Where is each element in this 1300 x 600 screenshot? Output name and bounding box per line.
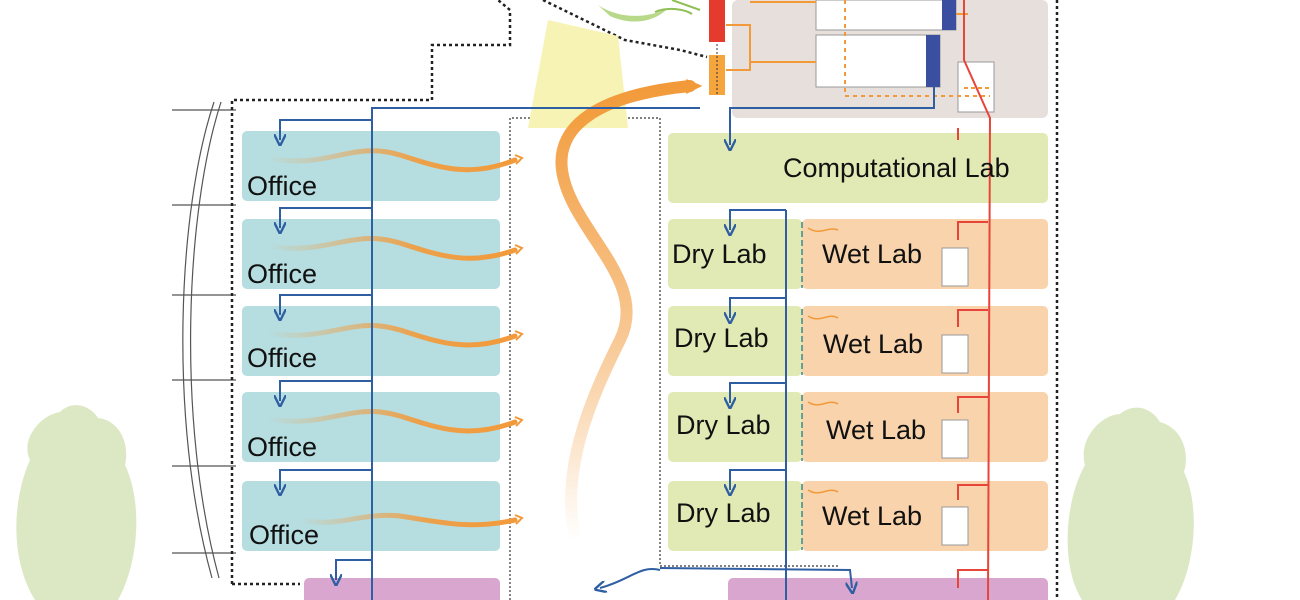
office-supply-air — [280, 107, 700, 600]
dry-lab-label: Dry Lab — [674, 323, 769, 353]
dry-lab-block — [668, 306, 802, 376]
lab-floors — [668, 219, 1048, 551]
lab-supply-air — [600, 86, 935, 600]
air-handler-unit-2 — [815, 34, 941, 88]
office-label: Office — [247, 343, 317, 373]
dry-lab-block — [668, 481, 802, 551]
wet-lab-label: Wet Lab — [822, 239, 922, 269]
wet-lab-block — [802, 219, 1048, 289]
office-label: Office — [247, 432, 317, 462]
facade-louvers — [172, 101, 236, 579]
atrium-skylight — [528, 20, 628, 128]
fume-hood — [941, 506, 969, 546]
wet-lab-block — [802, 306, 1048, 376]
wet-lab-label: Wet Lab — [826, 415, 926, 445]
wet-lab-labels: Wet Lab Wet Lab Wet Lab Wet Lab — [822, 239, 926, 531]
computational-lab-block — [668, 133, 1048, 203]
wet-lab-block — [802, 481, 1048, 551]
fume-hoods — [941, 247, 969, 546]
fume-hood — [941, 247, 969, 287]
intake-orange — [709, 55, 725, 95]
building-outline — [230, 0, 708, 584]
dry-lab-block — [668, 219, 802, 289]
dry-lab-block — [668, 392, 802, 462]
wet-lab-block — [802, 392, 1048, 462]
lab-transfer-airflow — [807, 227, 839, 494]
lab-exhaust — [957, 0, 992, 600]
computational-lab-label: Computational Lab — [783, 153, 1010, 183]
air-handler-unit-2-fan — [926, 35, 940, 87]
atrium-stack-airflow — [555, 80, 696, 546]
office-label: Office — [247, 171, 317, 201]
fume-hood — [941, 419, 969, 459]
air-handler-unit-1-fan — [942, 0, 956, 30]
atrium-airflow-arrow — [685, 79, 703, 94]
leaf-icon — [598, 0, 701, 22]
tree-left — [16, 405, 137, 600]
wet-lab-label: Wet Lab — [822, 501, 922, 531]
fume-hood — [941, 334, 969, 374]
dry-lab-label: Dry Lab — [672, 239, 767, 269]
service-ducts — [726, 0, 990, 97]
office-label: Office — [249, 520, 319, 550]
tree-right — [1067, 407, 1194, 600]
ground-floor-block-left — [304, 578, 500, 600]
office-labels: Office Office Office Office Office — [247, 171, 319, 550]
atrium-outline — [509, 117, 840, 600]
air-handler-unit-1 — [815, 0, 957, 31]
wet-lab-label: Wet Lab — [823, 329, 923, 359]
office-airflow — [265, 148, 518, 528]
office-label: Office — [247, 259, 317, 289]
dry-lab-label: Dry Lab — [676, 498, 771, 528]
dry-lab-label: Dry Lab — [676, 410, 771, 440]
ground-floor-block-right — [728, 578, 1048, 600]
office-airflow-arrows — [514, 154, 524, 525]
intake-red — [709, 0, 725, 42]
dry-lab-labels: Dry Lab Dry Lab Dry Lab Dry Lab — [672, 239, 771, 528]
